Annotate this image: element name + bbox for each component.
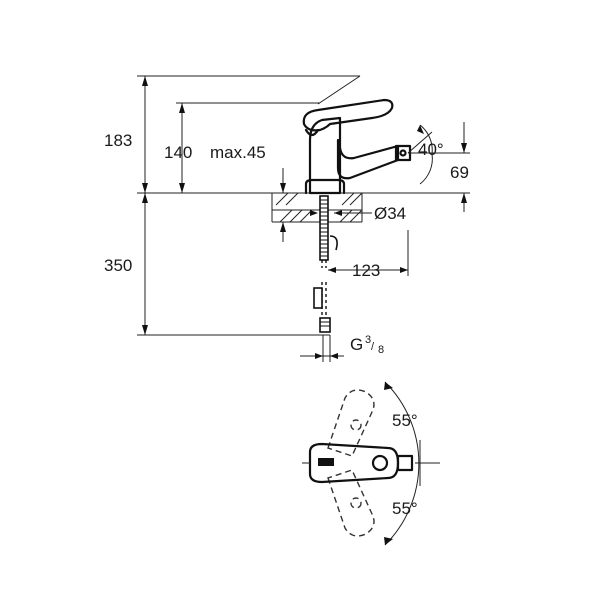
arrow-icon [330,353,338,359]
arrow-icon [280,222,286,232]
angle-arc-spout-lower [419,153,433,185]
flex-hose [313,282,331,333]
dim-label-max-deck: max.45 [210,143,266,162]
dim-label-connection-denominator: 8 [378,344,384,356]
side-view: 183 140 max.45 350 [104,75,470,362]
arrow-icon [142,325,148,335]
dim-label-spout-angle: 40° [418,140,444,159]
arrow-icon [142,183,148,193]
angle-arc-spout [419,124,433,155]
arrow-icon [461,193,467,203]
arrow-icon [280,183,286,193]
faucet-body-top [302,442,414,484]
dim-label-rotation-upper: 55° [392,411,418,430]
lever-reference-line [317,75,361,105]
dim-label-outlet-height: 69 [450,163,469,182]
dim-label-diameter: Ø34 [374,204,406,223]
arrow-icon [179,183,185,193]
arrow-icon [461,143,467,153]
arrow-icon [417,125,424,134]
faucet-body [302,98,412,195]
arrow-icon [400,267,408,273]
dim-label-spout-height: 140 [164,143,192,162]
arrow-icon [142,193,148,203]
arrow-icon [384,537,393,545]
dim-label-hose-length: 350 [104,256,132,275]
arrow-icon [142,76,148,86]
lever-rotated-lower [327,469,375,537]
lever-rotated-upper [327,389,375,457]
dim-label-connection: G [350,335,363,354]
arrow-icon [334,210,342,216]
dim-label-rotation-lower: 55° [392,499,418,518]
dim-label-connection-numerator: 3 [365,334,371,346]
countertop-section [271,192,363,223]
arrow-icon [179,103,185,113]
top-view: 55° 55° [302,381,440,546]
dim-label-spout-reach: 123 [352,261,380,280]
dim-label-total-height: 183 [104,131,132,150]
arrow-icon [310,210,318,216]
angle-reference-line [407,131,433,154]
mounting-shank [319,195,338,268]
arrow-icon [315,353,323,359]
rotation-arc [384,381,420,546]
arrow-icon [384,382,393,390]
fraction-slash: / [371,341,375,353]
arrow-icon [328,267,336,273]
